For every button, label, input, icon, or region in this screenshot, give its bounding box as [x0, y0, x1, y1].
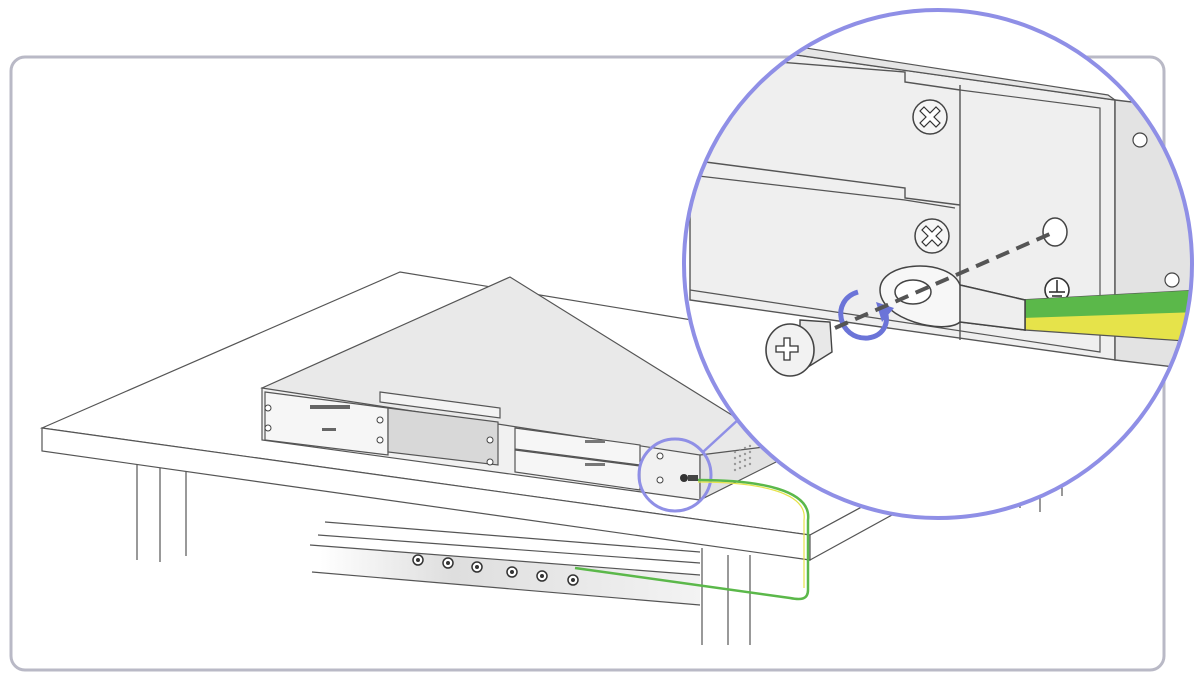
fan-module-lower [514, 449, 641, 491]
vent-grille [733, 444, 752, 472]
ground-cable-green [574, 478, 810, 601]
ground-icon [1044, 277, 1070, 303]
rack-device [260, 276, 782, 501]
phillips-screw-icon [765, 319, 833, 377]
blank-module-label [310, 405, 350, 409]
device-ground-screw [680, 474, 698, 482]
empty-slot [387, 407, 499, 466]
magnified-panel-screw [912, 99, 948, 135]
detail-callout-large [682, 8, 1194, 520]
detail-callout-small [637, 437, 713, 513]
insertion-guide-dashed [834, 231, 1053, 330]
ground-hole [1042, 217, 1068, 247]
ring-terminal-lug [879, 265, 1026, 331]
ground-bar-terminals [412, 554, 579, 586]
ground-cable-yellow [697, 481, 805, 588]
panel-screws [264, 404, 664, 484]
callout-connector [702, 417, 741, 453]
blank-module-panel [264, 391, 389, 456]
magnified-panel-screw [914, 218, 950, 254]
